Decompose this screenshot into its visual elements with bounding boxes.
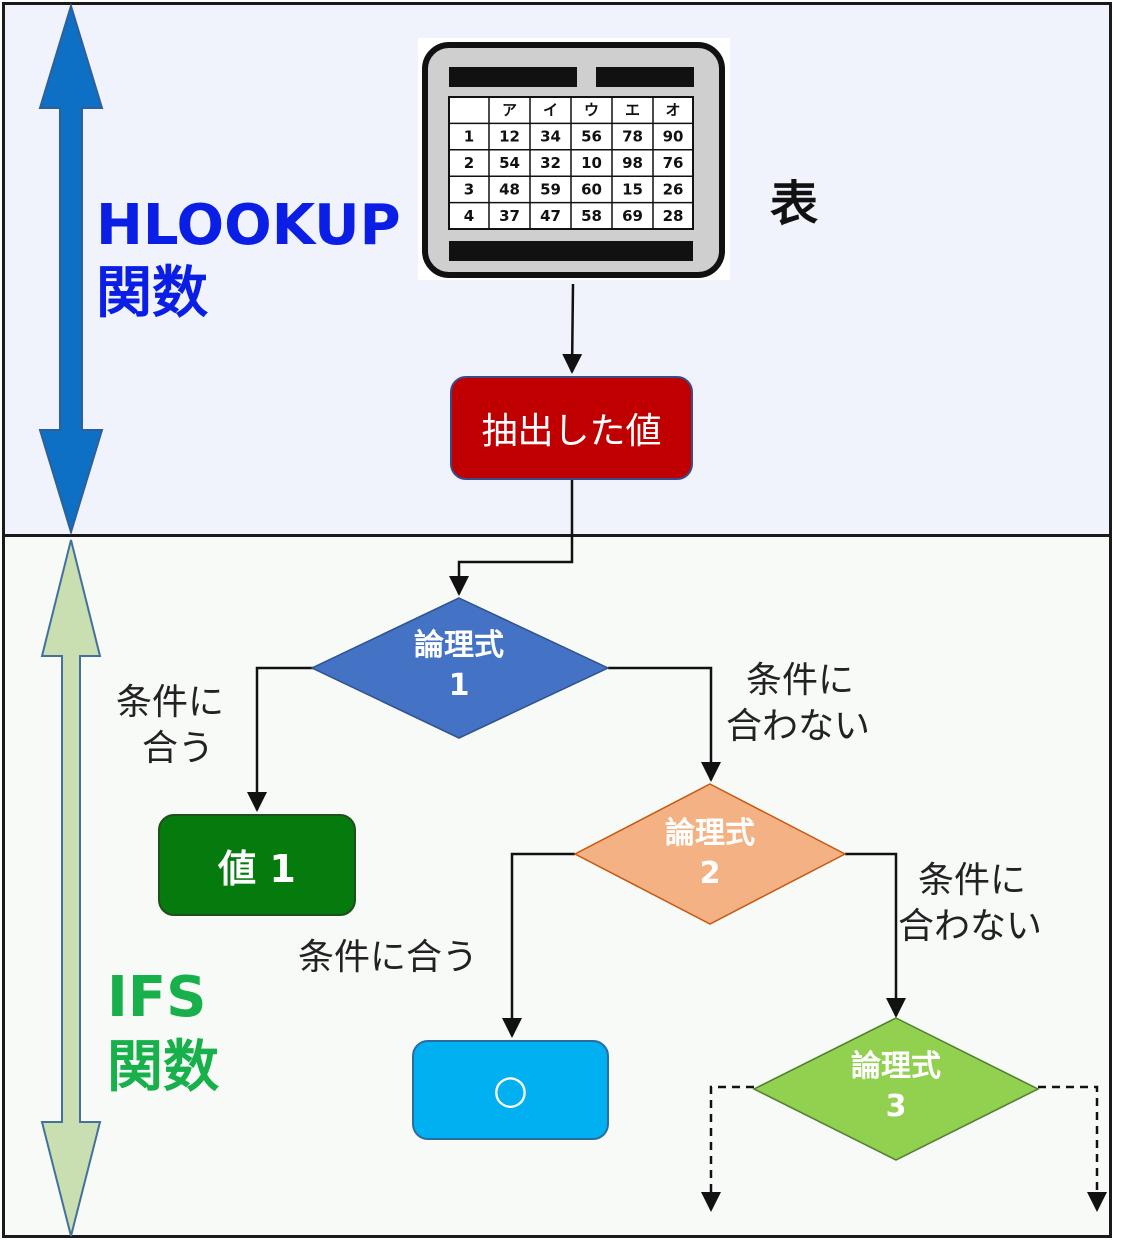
condition-nomatch-1: 条件に 合わない — [726, 658, 870, 750]
connector-decision2-match — [502, 852, 575, 1038]
hlookup-function-suffix: 関数 — [96, 261, 208, 326]
extracted-value-label: 抽出した値 — [481, 411, 662, 452]
decision-1-label: 論理式 1 — [399, 626, 519, 706]
connector-decision1-match — [247, 666, 314, 812]
condition-match-1-line2: 合う — [142, 728, 215, 769]
table-cell: 59 — [540, 180, 561, 198]
table-cell: 58 — [581, 207, 602, 225]
table-cell: 47 — [540, 207, 561, 225]
table-icon: ア イ ウ エ オ 1 12 34 56 78 90 2 54 32 10 98 76 3 48 59 60 15 26 4 3… — [418, 38, 730, 280]
decision-3-diamond — [752, 1017, 1040, 1161]
table-cell: 32 — [540, 154, 561, 172]
connector-value-to-decision1 — [449, 480, 574, 596]
connector-table-to-value — [562, 283, 583, 374]
condition-match-2: 条件に合う — [298, 937, 479, 978]
table-cell: 78 — [622, 128, 643, 146]
connector-decision1-nomatch — [608, 666, 721, 782]
condition-match-1: 条件に 合う — [116, 680, 224, 772]
table-cell: 98 — [622, 154, 643, 172]
decision-3-line1: 論理式 — [851, 1049, 941, 1084]
condition-nomatch-2-line2: 合わない — [898, 906, 1043, 947]
ifs-function-name: IFS — [107, 965, 207, 1030]
value1-label: 値 1 — [218, 846, 296, 891]
ifs-function-suffix: 関数 — [107, 1035, 219, 1100]
condition-match-1-line1: 条件に — [116, 682, 225, 723]
condition-nomatch-2: 条件に 合わない — [898, 858, 1042, 950]
extracted-value-box: 抽出した値 — [450, 376, 693, 480]
table-cell: 15 — [622, 180, 643, 198]
decision-2-diamond — [573, 783, 847, 925]
decision-1-line2: 1 — [448, 668, 470, 703]
value1-box: 値 1 — [158, 814, 356, 916]
table-cell: 90 — [663, 128, 684, 146]
table-cell: 4 — [464, 207, 474, 225]
table-label: 表 — [770, 176, 819, 232]
table-cell: 69 — [622, 207, 643, 225]
connector-decision3-right — [1038, 1085, 1107, 1212]
condition-nomatch-1-line2: 合わない — [726, 706, 871, 747]
connector-decision2-nomatch — [845, 852, 906, 1018]
circle-symbol: ○ — [493, 1067, 528, 1113]
decision-1-diamond — [310, 597, 610, 739]
decision-2-line1: 論理式 — [665, 816, 755, 851]
table-header-cell: ア — [502, 101, 517, 119]
table-cell: 54 — [499, 154, 520, 172]
table-cell: 1 — [464, 128, 474, 146]
table-header-cell: イ — [543, 101, 558, 119]
connectors — [247, 283, 1107, 1212]
table-cell: 60 — [581, 180, 602, 198]
table-header-cell: オ — [665, 101, 680, 119]
table-cell: 34 — [540, 128, 561, 146]
decision-3-line2: 3 — [885, 1089, 907, 1124]
table-cell: 48 — [499, 180, 520, 198]
decision-3-label: 論理式 3 — [836, 1047, 956, 1127]
table-cell: 26 — [663, 180, 684, 198]
decision-1-line1: 論理式 — [414, 628, 504, 663]
table-header-cell: エ — [625, 101, 640, 119]
hlookup-function-name: HLOOKUP — [96, 193, 401, 258]
table-cell: 10 — [581, 154, 602, 172]
ifs-range-arrow — [40, 539, 102, 1237]
table-cell: 28 — [663, 207, 684, 225]
hlookup-range-arrow — [38, 2, 104, 536]
table-header-cell: ウ — [584, 101, 599, 119]
table-cell: 76 — [663, 154, 684, 172]
table-cell: 12 — [499, 128, 520, 146]
table-cell: 56 — [581, 128, 602, 146]
table-cell: 3 — [464, 180, 474, 198]
condition-nomatch-2-line1: 条件に — [918, 860, 1027, 901]
table-cell: 2 — [464, 154, 474, 172]
decision-2-label: 論理式 2 — [650, 814, 770, 894]
decision-2-line2: 2 — [699, 856, 721, 891]
table-cell: 37 — [499, 207, 520, 225]
connector-decision3-left — [701, 1085, 754, 1212]
circle-result-box: ○ — [412, 1040, 609, 1140]
condition-nomatch-1-line1: 条件に — [746, 660, 855, 701]
